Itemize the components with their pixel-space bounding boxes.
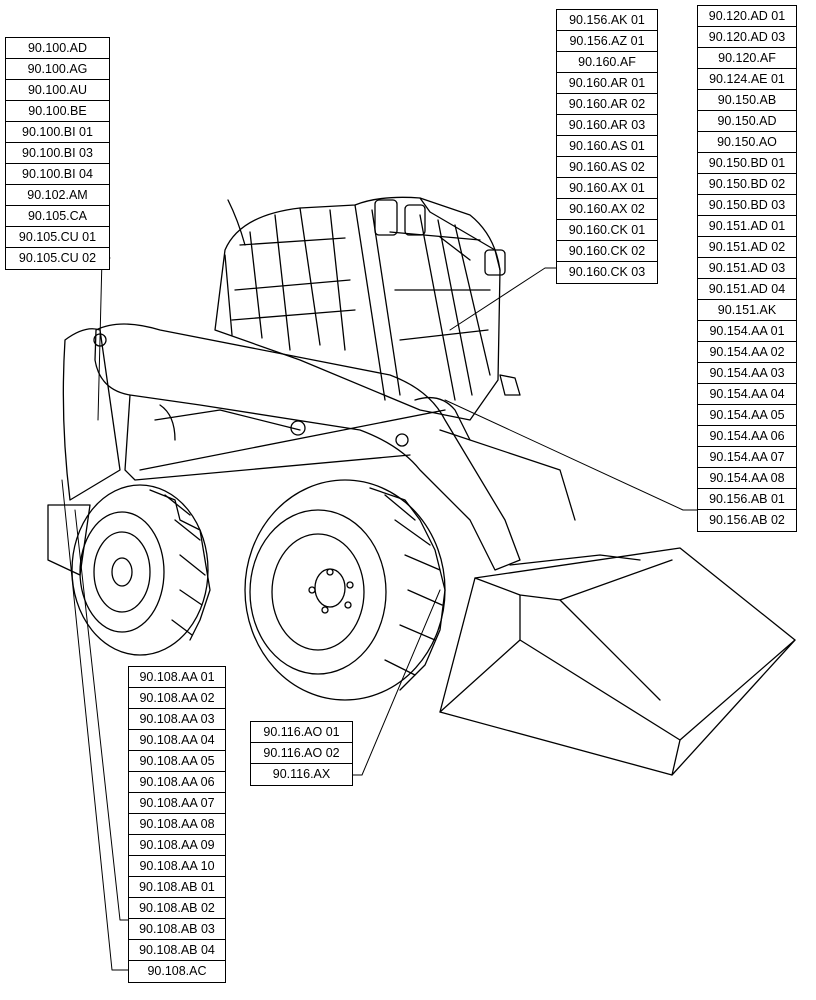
- part-number-link[interactable]: 90.160.AX 02: [557, 199, 657, 220]
- part-number-link[interactable]: 90.154.AA 07: [698, 447, 796, 468]
- part-number-link[interactable]: 90.120.AF: [698, 48, 796, 69]
- part-number-link[interactable]: 90.108.AA 02: [129, 688, 225, 709]
- part-number-link[interactable]: 90.100.AG: [6, 59, 109, 80]
- part-number-link[interactable]: 90.151.AD 04: [698, 279, 796, 300]
- right-wheel: [244, 479, 446, 701]
- part-number-link[interactable]: 90.100.BI 04: [6, 164, 109, 185]
- part-number-link[interactable]: 90.160.AX 01: [557, 178, 657, 199]
- part-number-link[interactable]: 90.160.CK 02: [557, 241, 657, 262]
- part-number-link[interactable]: 90.156.AB 01: [698, 489, 796, 510]
- part-number-link[interactable]: 90.154.AA 05: [698, 405, 796, 426]
- cab-cage: [214, 196, 506, 421]
- part-number-link[interactable]: 90.120.AD 03: [698, 27, 796, 48]
- part-number-link[interactable]: 90.154.AA 03: [698, 363, 796, 384]
- part-number-link[interactable]: 90.156.AB 02: [709, 513, 785, 527]
- part-number-link[interactable]: 90.108.AB 02: [129, 898, 225, 919]
- part-number-link[interactable]: 90.116.AO 02: [251, 743, 352, 764]
- part-number-link[interactable]: 90.108.AA 03: [129, 709, 225, 730]
- part-number-link[interactable]: 90.100.AD: [6, 38, 109, 59]
- part-number-link[interactable]: 90.150.BD 03: [698, 195, 796, 216]
- left-wheel: [71, 484, 211, 656]
- part-number-link[interactable]: 90.116.AO 01: [251, 722, 352, 743]
- part-number-link[interactable]: 90.100.BI 03: [6, 143, 109, 164]
- part-number-link[interactable]: 90.108.AA 06: [129, 772, 225, 793]
- part-number-link[interactable]: 90.108.AA 01: [129, 667, 225, 688]
- bucket: [439, 547, 796, 776]
- part-number-link[interactable]: 90.108.AB 04: [129, 940, 225, 961]
- part-number-link[interactable]: 90.105.CA: [6, 206, 109, 227]
- part-number-link[interactable]: 90.156.AK 01: [557, 10, 657, 31]
- part-number-link[interactable]: 90.160.AR 02: [557, 94, 657, 115]
- part-number-link[interactable]: 90.124.AE 01: [698, 69, 796, 90]
- part-number-link[interactable]: 90.108.AB 03: [129, 919, 225, 940]
- part-number-link[interactable]: 90.102.AM: [6, 185, 109, 206]
- part-number-link[interactable]: 90.154.AA 04: [698, 384, 796, 405]
- part-number-link[interactable]: 90.105.CU 01: [6, 227, 109, 248]
- part-number-link[interactable]: 90.108.AC: [147, 964, 207, 978]
- part-number-link[interactable]: 90.160.AS 02: [557, 157, 657, 178]
- part-number-link[interactable]: 90.160.CK 01: [557, 220, 657, 241]
- part-number-link[interactable]: 90.108.AB 01: [129, 877, 225, 898]
- part-number-link[interactable]: 90.120.AD 01: [698, 6, 796, 27]
- part-number-link[interactable]: 90.150.AD: [698, 111, 796, 132]
- part-number-link[interactable]: 90.108.AA 07: [129, 793, 225, 814]
- part-number-link[interactable]: 90.160.AS 01: [557, 136, 657, 157]
- part-number-link[interactable]: 90.116.AX: [272, 767, 331, 781]
- part-number-link[interactable]: 90.100.AU: [6, 80, 109, 101]
- part-number-link[interactable]: 90.160.AF: [557, 52, 657, 73]
- part-number-link[interactable]: 90.156.AZ 01: [557, 31, 657, 52]
- part-number-link[interactable]: 90.151.AD 01: [698, 216, 796, 237]
- part-number-link[interactable]: 90.151.AD 03: [698, 258, 796, 279]
- part-number-link[interactable]: 90.150.BD 02: [698, 174, 796, 195]
- part-number-link[interactable]: 90.160.CK 03: [568, 265, 646, 279]
- part-number-link[interactable]: 90.108.AA 08: [129, 814, 225, 835]
- part-number-link[interactable]: 90.150.AO: [698, 132, 796, 153]
- part-number-link[interactable]: 90.160.AR 03: [557, 115, 657, 136]
- part-number-link[interactable]: 90.100.BI 01: [6, 122, 109, 143]
- part-number-link[interactable]: 90.100.BE: [6, 101, 109, 122]
- part-number-link[interactable]: 90.108.AA 10: [129, 856, 225, 877]
- part-number-link[interactable]: 90.150.BD 01: [698, 153, 796, 174]
- part-number-link[interactable]: 90.108.AA 05: [129, 751, 225, 772]
- part-number-link[interactable]: 90.150.AB: [698, 90, 796, 111]
- part-number-link[interactable]: 90.151.AD 02: [698, 237, 796, 258]
- part-number-link[interactable]: 90.108.AA 04: [129, 730, 225, 751]
- part-number-link[interactable]: 90.154.AA 01: [698, 321, 796, 342]
- leader-lines: [61, 257, 698, 971]
- part-number-link[interactable]: 90.160.AR 01: [557, 73, 657, 94]
- part-number-link[interactable]: 90.154.AA 02: [698, 342, 796, 363]
- part-number-link[interactable]: 90.151.AK: [698, 300, 796, 321]
- part-number-link[interactable]: 90.108.AA 09: [129, 835, 225, 856]
- part-number-link[interactable]: 90.154.AA 08: [698, 468, 796, 489]
- part-number-link[interactable]: 90.154.AA 06: [698, 426, 796, 447]
- part-number-link[interactable]: 90.105.CU 02: [18, 251, 97, 265]
- loader-arms-body: [47, 323, 576, 576]
